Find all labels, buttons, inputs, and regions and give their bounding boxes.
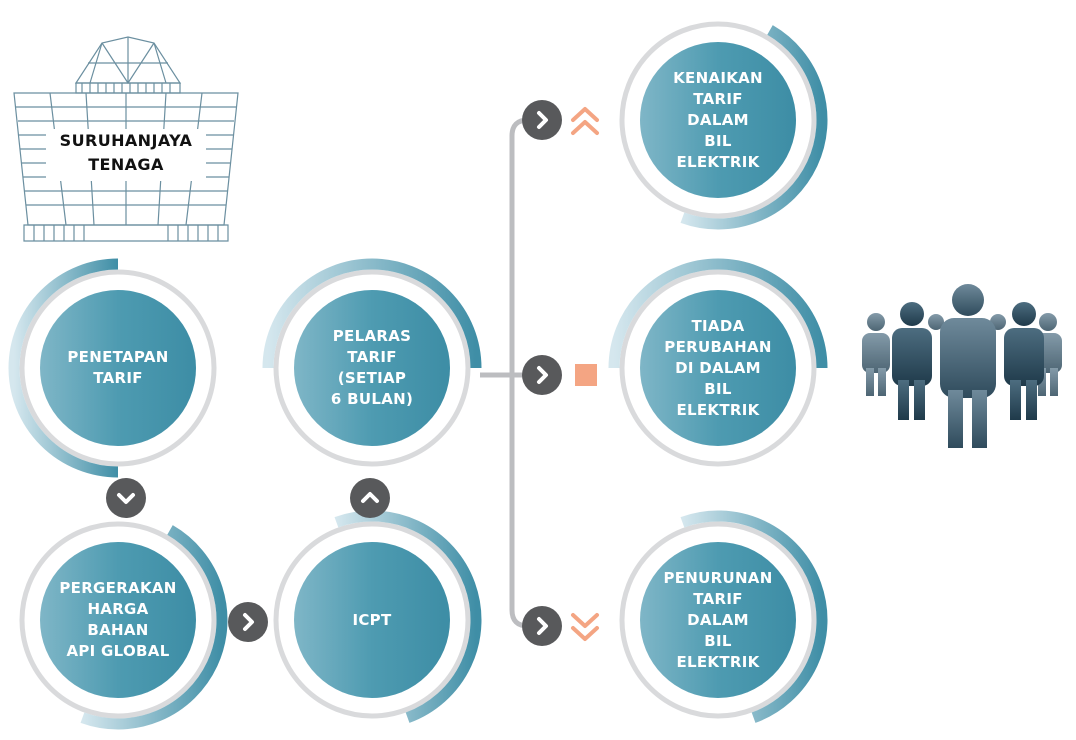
inner-disc (294, 290, 450, 446)
node-pergerakan-harga: PERGERAKAN HARGA BAHAN API GLOBAL (8, 510, 228, 730)
node-circle (619, 510, 828, 723)
accent-arc (334, 510, 482, 723)
accent-arc (8, 258, 119, 478)
accent-arc (680, 25, 828, 230)
logo-line-1: SURUHANJAYA (59, 131, 193, 150)
building-icon (13, 36, 239, 242)
arrow-up-button[interactable] (350, 478, 390, 518)
suruhanjaya-tenaga-logo: SURUHANJAYA TENAGA (10, 35, 242, 245)
chevron-right-icon (537, 111, 548, 129)
node-circle (262, 258, 482, 467)
accent-arc (680, 510, 828, 723)
arrow-right-kenaikan-button[interactable] (522, 100, 562, 140)
node-circle (19, 521, 228, 730)
chevron-up-icon (361, 492, 379, 503)
node-penetapan-tarif: PENETAPAN TARIF (8, 258, 228, 478)
arrow-right-tiada-button[interactable] (522, 355, 562, 395)
node-icpt: ICPT (262, 510, 482, 730)
node-label: TIADA PERUBAHAN DI DALAM BIL ELEKTRIK (664, 316, 772, 419)
inner-disc (294, 542, 450, 698)
inner-disc (40, 290, 196, 446)
node-circle (619, 21, 828, 230)
node-circle (273, 510, 482, 723)
chevron-right-icon (537, 617, 548, 635)
node-penurunan-tarif: PENURUNAN TARIF DALAM BIL ELEKTRIK (608, 510, 828, 730)
inner-disc (640, 290, 796, 446)
double-chevron-down-icon (571, 613, 599, 641)
node-label: PELARAS TARIF (SETIAP 6 BULAN) (330, 327, 414, 408)
accent-arc (80, 525, 228, 730)
arrow-down-button[interactable] (106, 478, 146, 518)
inner-disc (640, 42, 796, 198)
inner-disc (40, 542, 196, 698)
logo-line-2: TENAGA (88, 155, 164, 174)
node-kenaikan-tarif: KENAIKAN TARIF DALAM BIL ELEKTRIK (608, 10, 828, 230)
node-label: PENETAPAN TARIF (67, 348, 169, 387)
node-label: PENURUNAN TARIF DALAM BIL ELEKTRIK (663, 568, 773, 671)
chevron-right-icon (243, 613, 254, 631)
accent-arc (262, 258, 482, 369)
node-circle (8, 258, 217, 478)
arrow-right-button[interactable] (228, 602, 268, 642)
chevron-down-icon (117, 493, 135, 504)
square-icon (575, 364, 597, 386)
arrow-right-penurunan-button[interactable] (522, 606, 562, 646)
node-tiada-perubahan: TIADA PERUBAHAN DI DALAM BIL ELEKTRIK (608, 258, 828, 478)
node-pelaras-tarif: PELARAS TARIF (SETIAP 6 BULAN) (262, 258, 482, 478)
accent-arc (608, 258, 828, 369)
node-label: PERGERAKAN HARGA BAHAN API GLOBAL (59, 579, 177, 660)
chevron-right-icon (537, 366, 548, 384)
node-label: KENAIKAN TARIF DALAM BIL ELEKTRIK (673, 68, 763, 171)
people-group-icon (862, 284, 1062, 448)
node-circle (608, 258, 828, 467)
inner-disc (640, 542, 796, 698)
double-chevron-up-icon (571, 107, 599, 135)
node-label: ICPT (352, 610, 392, 629)
